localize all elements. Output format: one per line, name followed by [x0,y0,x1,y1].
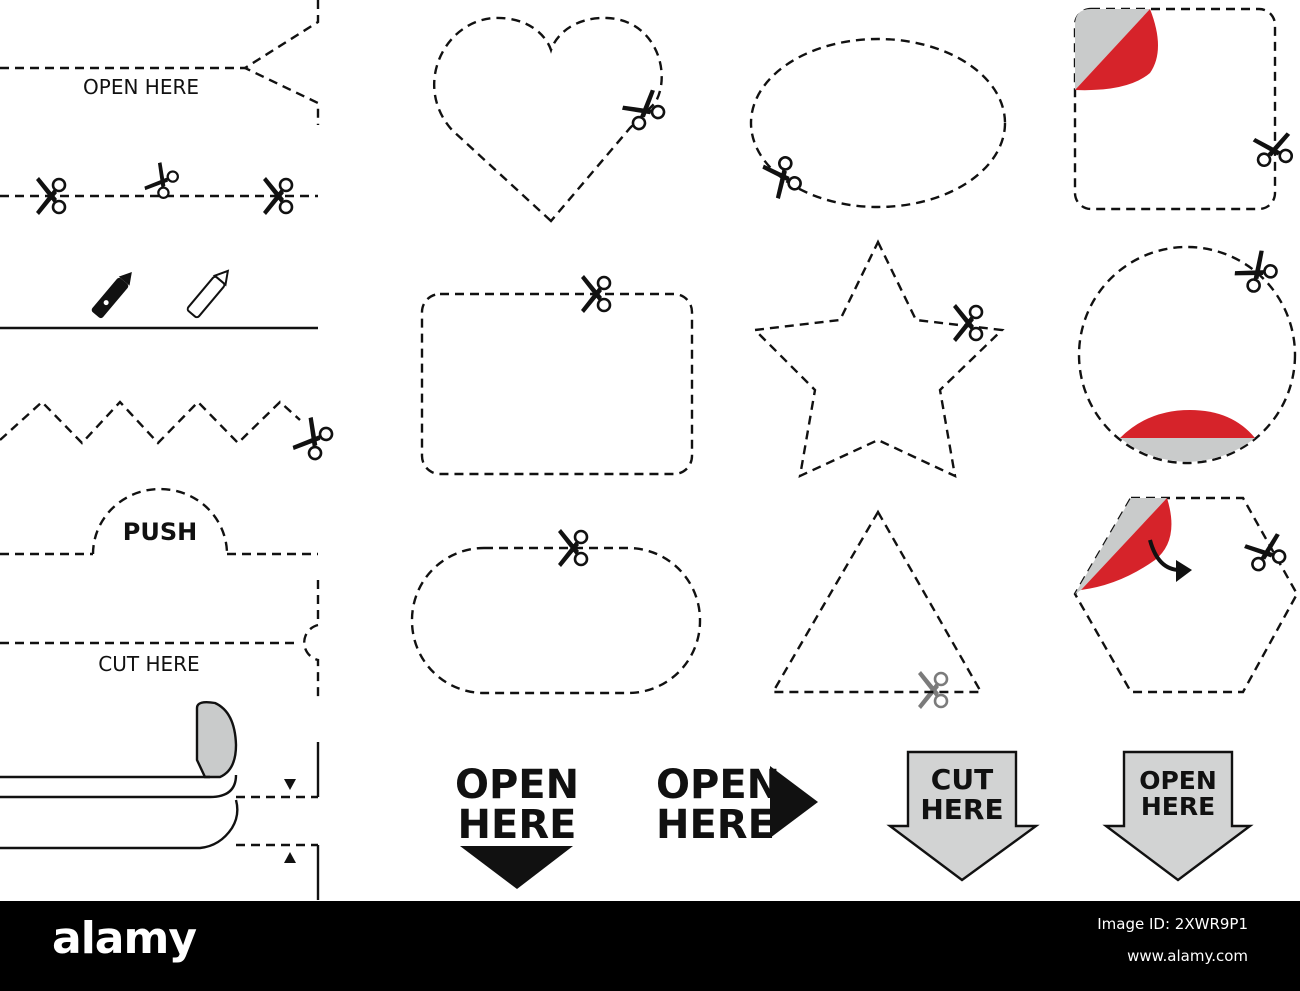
cut-here-label: CUT HERE [98,652,199,676]
open-here-arrow-sign: OPEN HERE [1102,750,1254,882]
scissors-icon [141,159,182,203]
down-arrow-icon [1102,750,1254,882]
scissors-cut-line [0,159,318,217]
push-label: PUSH [123,518,197,546]
cut-here-line: CUT HERE [0,580,320,700]
site-url-label: www.alamy.com [1127,947,1248,965]
here-text: HERE [458,802,577,848]
down-arrow-icon [886,750,1040,882]
scissors-icon [289,414,337,465]
scissors-icon [1250,130,1296,169]
cut-here-arrow-sign: CUT HERE [886,750,1040,882]
star-shape [752,239,1005,479]
peel-strip [0,700,320,900]
watermark-footer: alamy Image ID: 2XWR9P1 www.alamy.com [0,901,1300,991]
scissors-icon [619,86,670,134]
cut-text: CUT [931,763,993,796]
heart-shape [433,16,670,223]
scissors-icon [759,152,805,202]
down-arrow-icon [284,779,296,790]
circle-peel-shape [1077,245,1297,465]
open-text: OPEN [656,762,780,808]
rectangle-shape [420,273,694,476]
open-here-label: OPEN HERE [83,75,199,99]
scissors-icon [916,669,949,711]
right-arrow-icon [770,766,818,838]
scissors-icon [951,302,984,344]
open-text: OPEN [455,762,579,808]
utility-knife-icon [186,269,230,319]
push-tab: PUSH [0,487,318,556]
triangle-shape [770,509,984,711]
stadium-shape [410,527,702,695]
up-arrow-icon [284,852,296,863]
open-here-right-sign: OPEN HERE [656,762,818,848]
zigzag-cut-line [0,400,337,465]
here-text: HERE [1141,792,1215,821]
knife-cut-line [0,269,318,330]
open-here-down-sign: OPEN HERE [455,762,579,889]
image-id-label: Image ID: 2XWR9P1 [1097,915,1248,933]
brand-logo: alamy [52,913,197,964]
oval-shape [749,37,1007,209]
here-text: HERE [920,793,1003,826]
square-peel-shape [1073,7,1296,211]
artwork: OPEN HERE PUSH CUT HERE [0,0,1299,900]
utility-knife-icon [91,271,132,319]
here-text: HERE [656,802,775,848]
open-here-tear-line: OPEN HERE [0,0,320,125]
down-arrow-icon [460,846,573,889]
hexagon-peel-shape [1073,496,1299,694]
open-text: OPEN [1139,766,1217,795]
